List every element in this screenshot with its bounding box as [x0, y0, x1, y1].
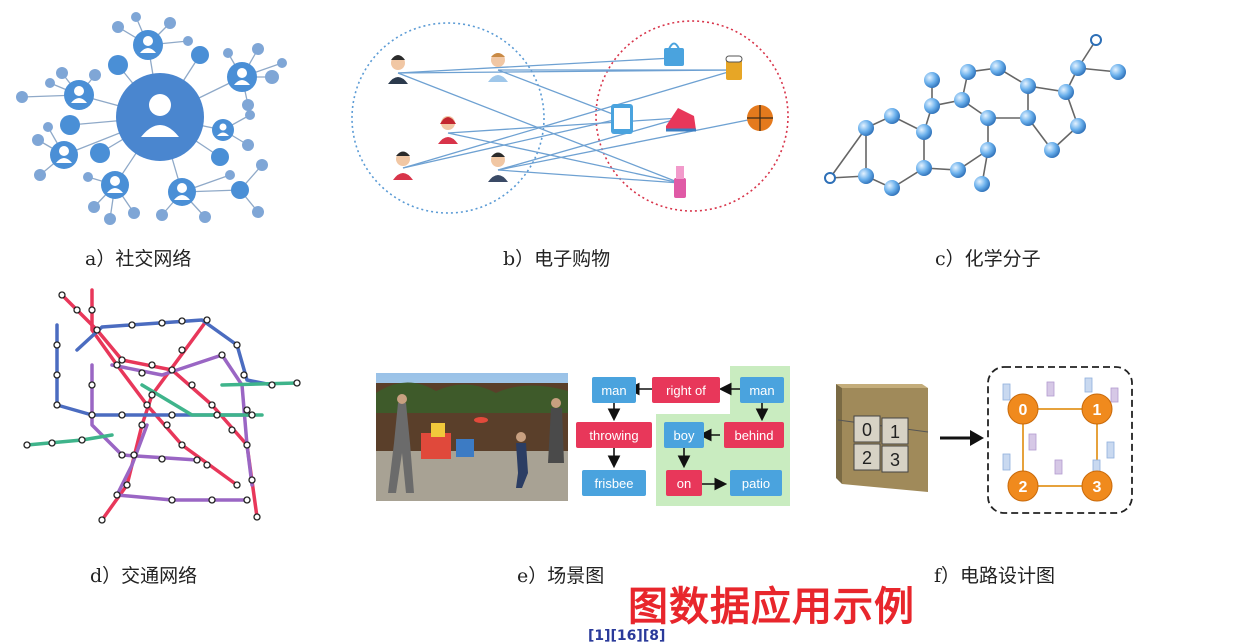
node-man-2: man: [740, 377, 784, 403]
overlay-title: 图数据应用示例: [628, 584, 915, 630]
caption-scene-graph: e）场景图: [517, 565, 605, 587]
citation: [1][16][8]: [588, 628, 666, 644]
svg-text:throwing: throwing: [589, 428, 638, 443]
scene-photo: [376, 373, 568, 501]
e-shopping-diagram: [351, 20, 789, 214]
caption-circuit-design: f）电路设计图: [934, 565, 1056, 587]
svg-text:behind: behind: [734, 428, 773, 443]
node-right-of: right of: [652, 377, 720, 403]
caption-transport-network: d）交通网络: [90, 565, 198, 587]
graph-node-3: 3: [1093, 479, 1102, 496]
graph-node-1: 1: [1093, 402, 1102, 419]
chip-label-3: 3: [890, 450, 900, 470]
graph-node-0: 0: [1019, 402, 1028, 419]
graph-node-2: 2: [1019, 479, 1028, 496]
chip-label-1: 1: [890, 422, 900, 442]
svg-text:right of: right of: [666, 383, 706, 398]
scene-graph-diagram: man right of man throwing boy behind fri…: [576, 366, 790, 506]
chip-label-0: 0: [862, 420, 872, 440]
chemical-molecule-diagram: [824, 34, 1126, 196]
node-on: on: [666, 470, 702, 496]
svg-text:boy: boy: [674, 428, 695, 443]
caption-social-network: a）社交网络: [85, 248, 192, 270]
node-behind: behind: [724, 422, 784, 448]
svg-text:patio: patio: [742, 476, 770, 491]
social-network-diagram: [16, 12, 287, 225]
svg-text:frisbee: frisbee: [594, 476, 633, 491]
node-frisbee: frisbee: [582, 470, 646, 496]
circuit-graph-diagram: 0 1 2 3: [987, 366, 1133, 514]
node-boy: boy: [664, 422, 704, 448]
transport-network-diagram: [23, 288, 301, 524]
caption-e-shopping: b）电子购物: [503, 248, 611, 270]
chip-label-2: 2: [862, 448, 872, 468]
svg-text:on: on: [677, 476, 691, 491]
node-throwing: throwing: [576, 422, 652, 448]
svg-text:man: man: [749, 383, 774, 398]
caption-chemical-molecule: c）化学分子: [935, 248, 1041, 270]
svg-text:man: man: [601, 383, 626, 398]
node-man-1: man: [592, 377, 636, 403]
node-patio: patio: [730, 470, 782, 496]
circuit-arrow-icon: [940, 430, 984, 446]
circuit-chip: 0 1 2 3: [836, 384, 929, 492]
